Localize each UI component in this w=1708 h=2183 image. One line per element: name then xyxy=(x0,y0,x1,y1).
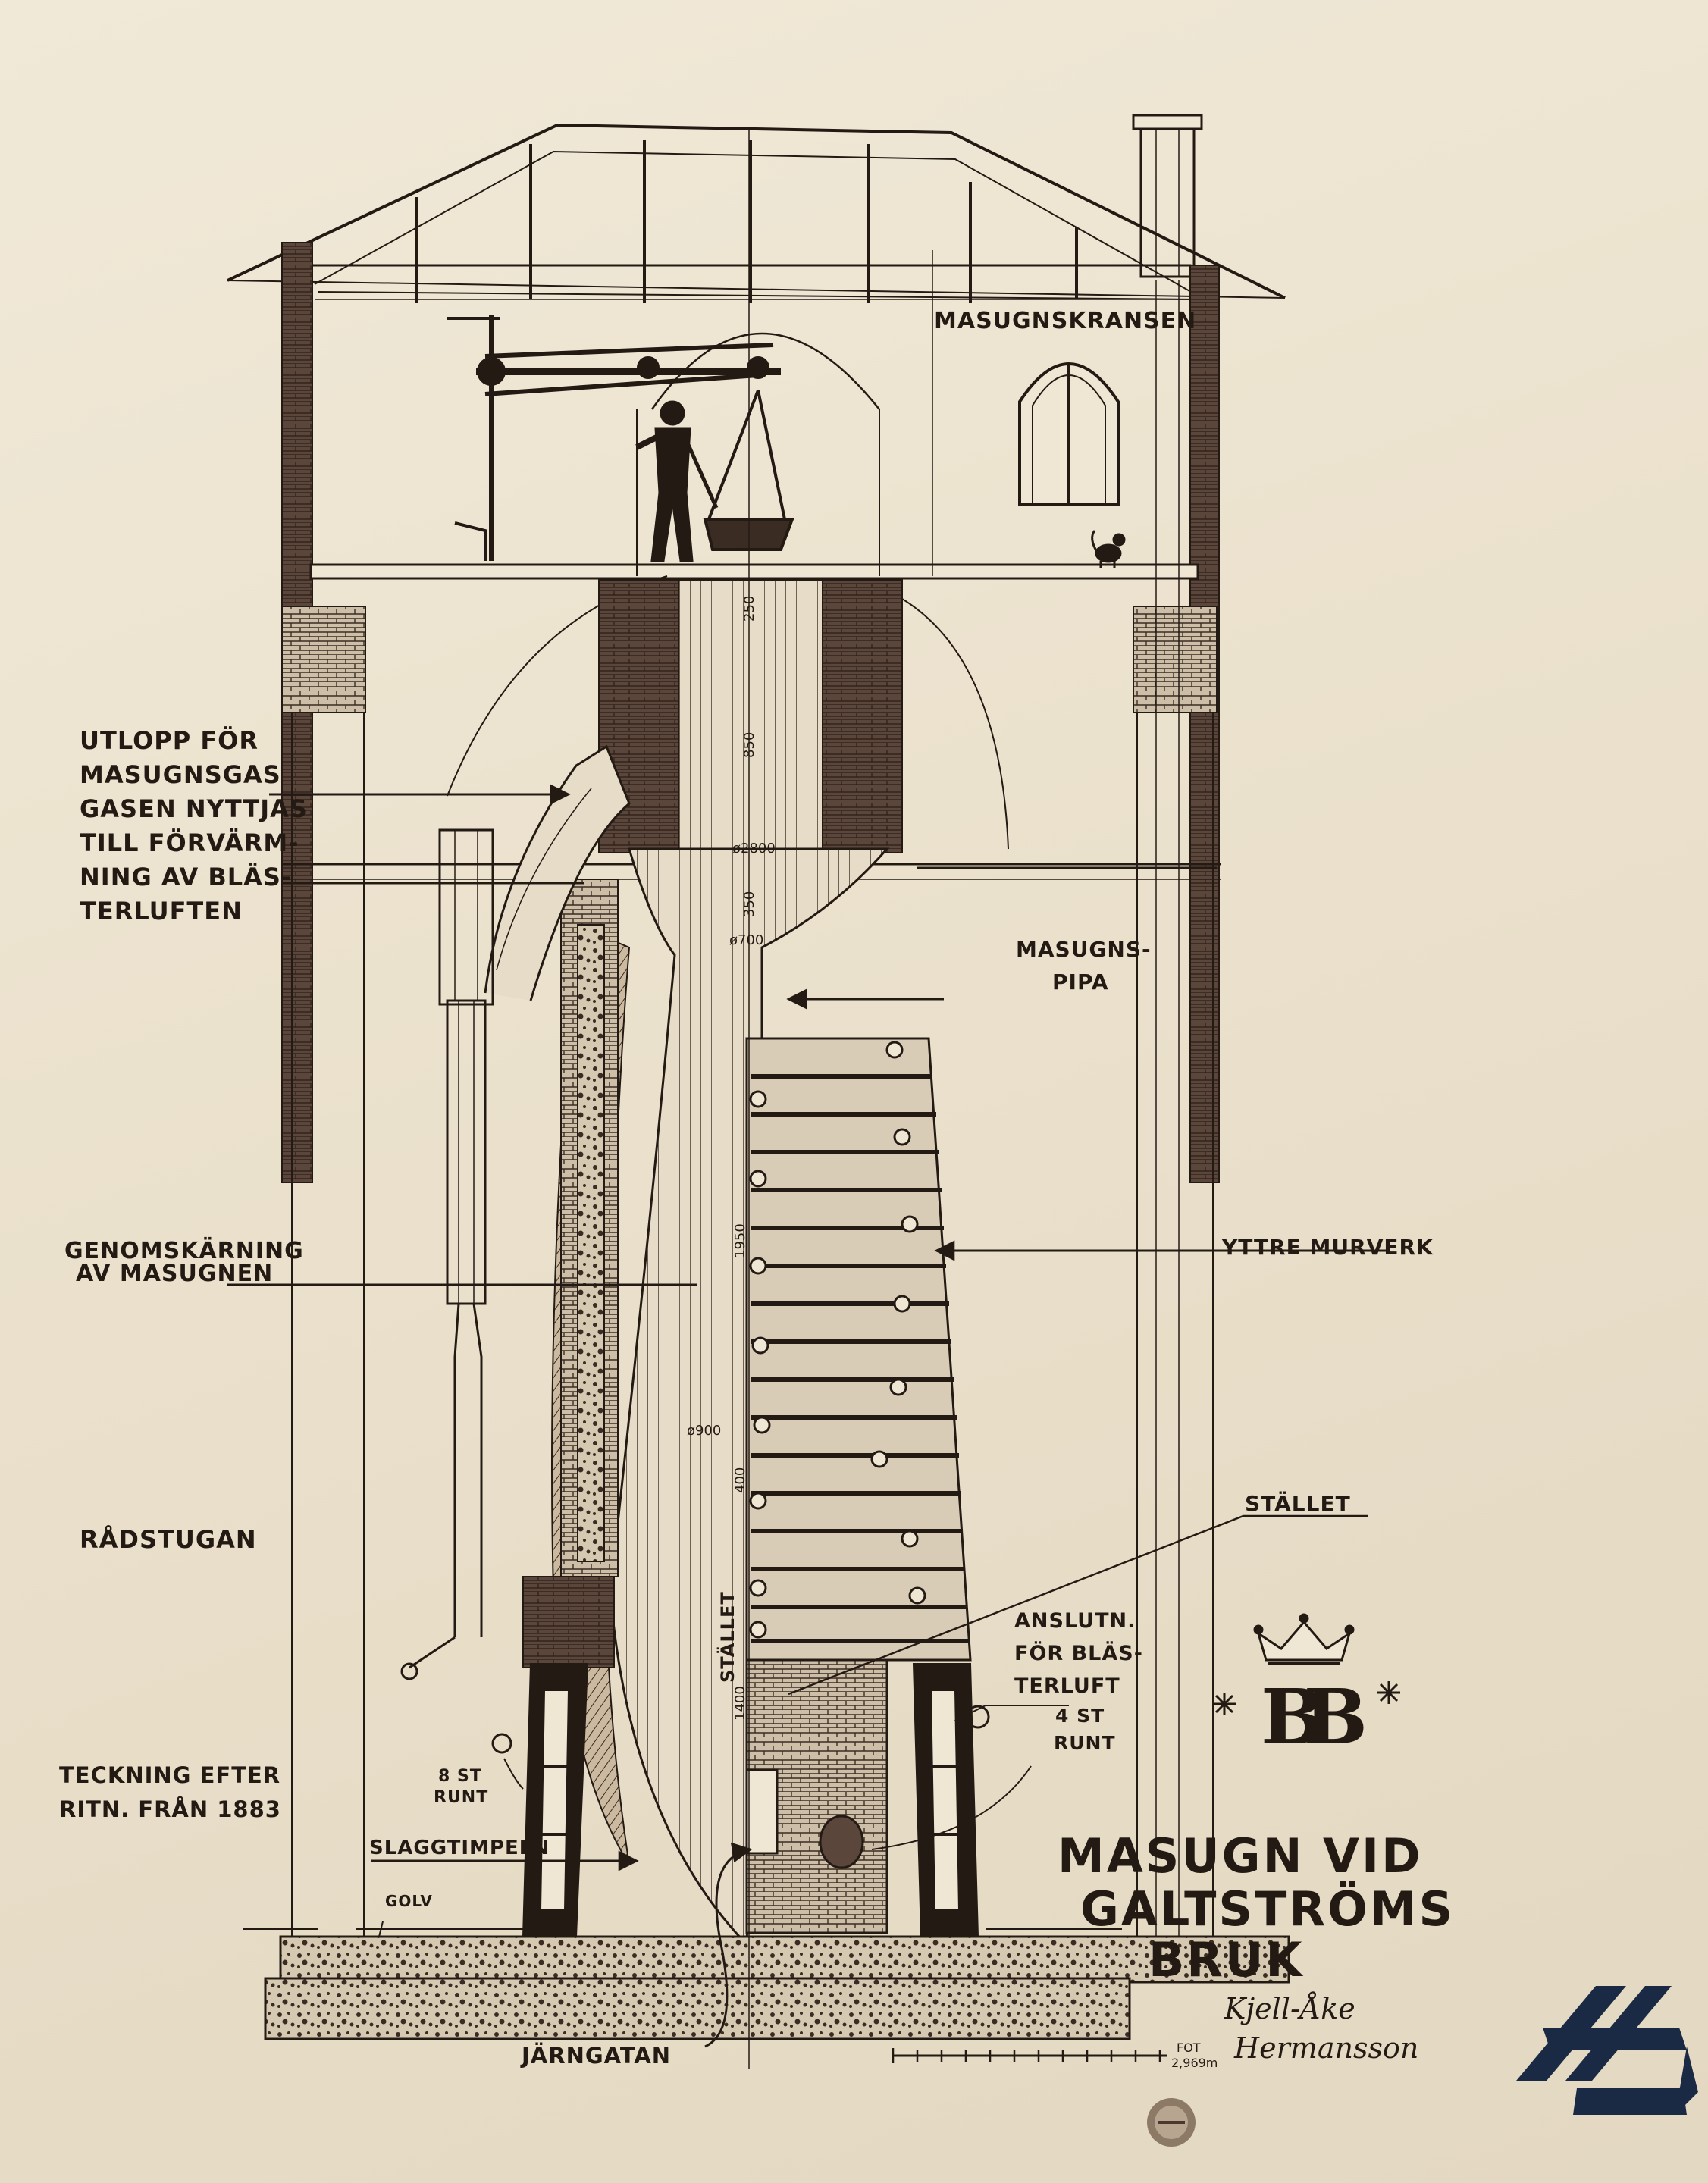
roof-trusses xyxy=(415,140,1078,303)
label-anslutn-5: RUNT xyxy=(1054,1732,1116,1754)
label-slaggtimpeln: SLAGGTIMPELN xyxy=(369,1837,550,1859)
label-utlopp-1: UTLOPP FÖR xyxy=(80,726,259,755)
monogram: BB xyxy=(1261,1672,1364,1762)
asterisk-icon xyxy=(1213,1681,1400,1715)
label-utlopp-5: NING AV BLÄS- xyxy=(80,863,292,891)
support-legs xyxy=(491,1663,990,1937)
dim-400: 400 xyxy=(732,1467,748,1493)
scale-unit: FOT xyxy=(1177,2040,1201,2055)
title-line-2: GALTSTRÖMS xyxy=(1080,1881,1455,1937)
label-radstugan: RÅDSTUGAN xyxy=(80,1525,257,1554)
roof-outline xyxy=(227,123,1286,299)
dim-350: 350 xyxy=(741,891,757,917)
charging-crane xyxy=(447,315,794,561)
label-masugnspipa-2: PIPA xyxy=(1052,969,1109,994)
label-credit-2: RITN. FRÅN 1883 xyxy=(59,1796,281,1822)
outer-masonry xyxy=(745,1037,972,1662)
label-utlopp-4: TILL FÖRVÄRM- xyxy=(80,828,299,857)
cat-figure xyxy=(1091,530,1126,568)
label-masugnspipa-1: MASUGNS- xyxy=(1016,937,1152,962)
brand-logo-icon xyxy=(1516,1986,1698,2115)
dim-1950: 1950 xyxy=(732,1223,748,1258)
scale-value: 2,969m xyxy=(1171,2056,1218,2070)
dim-850: 850 xyxy=(741,732,757,758)
label-stallet: STÄLLET xyxy=(1245,1490,1351,1516)
author-line-2: Hermansson xyxy=(1233,2031,1418,2065)
label-genomskarning-1: GENOMSKÄRNING xyxy=(64,1237,304,1264)
label-utlopp-3: GASEN NYTTJAS xyxy=(80,794,308,823)
title-line-1: MASUGN VID xyxy=(1058,1828,1423,1884)
label-utlopp-2: MASUGNSGAS xyxy=(80,760,281,789)
label-credit-1: TECKNING EFTER xyxy=(59,1762,280,1788)
chimney xyxy=(1139,124,1196,278)
foundation xyxy=(279,1935,1290,1984)
label-jarngatan: JÄRNGATAN xyxy=(520,2043,671,2069)
author-line-1: Kjell-Åke xyxy=(1224,1992,1355,2025)
label-stallet-vertical: STÄLLET xyxy=(716,1591,738,1683)
title-line-3: BRUK xyxy=(1149,1932,1304,1987)
label-runt8-2: RUNT xyxy=(434,1788,488,1807)
masonry-bands xyxy=(751,1074,969,1643)
dim-700: ø700 xyxy=(729,932,763,948)
scale-bar xyxy=(892,2048,1167,2063)
dim-250: 250 xyxy=(741,596,757,622)
label-anslutn-3: TERLUFT xyxy=(1014,1674,1120,1698)
label-yttre-murverk: YTTRE MURVERK xyxy=(1221,1235,1434,1260)
label-genomskarning-2: AV MASUGNEN xyxy=(76,1261,273,1287)
label-runt8-1: 8 ST xyxy=(438,1767,482,1786)
dim-2800: ø2800 xyxy=(732,841,776,857)
label-utlopp-6: TERLUFTEN xyxy=(80,897,243,926)
crown-icon xyxy=(1253,1613,1355,1665)
gas-pipe xyxy=(400,744,631,1680)
dim-1400: 1400 xyxy=(732,1686,748,1721)
label-anslutn-4: 4 ST xyxy=(1055,1705,1105,1727)
right-wall xyxy=(1189,265,1220,1183)
tuyere xyxy=(819,1815,864,1869)
label-anslutn-2: FÖR BLÄS- xyxy=(1014,1640,1143,1665)
arched-window xyxy=(1018,362,1120,506)
worker-figure xyxy=(635,400,719,562)
dim-900: ø900 xyxy=(687,1423,721,1439)
mounting-screw-icon xyxy=(1147,2098,1196,2147)
label-masugnskransen: MASUGNSKRANSEN xyxy=(934,308,1196,334)
label-anslutn-1: ANSLUTN. xyxy=(1014,1609,1136,1633)
label-golv: GOLV xyxy=(385,1892,433,1910)
